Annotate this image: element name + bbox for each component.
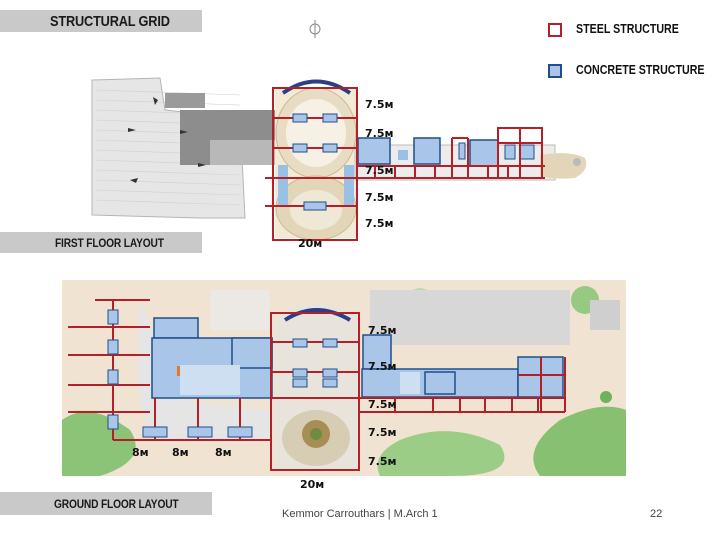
gf-dim-4: 7.5м (368, 426, 396, 439)
gf-bay-dim-1: 8м (132, 446, 149, 459)
ground-paths (137, 290, 620, 440)
first-floor-columns (292, 113, 338, 211)
gf-width-dim: 20м (300, 478, 324, 490)
gf-bay-dim-2: 8м (172, 446, 189, 459)
ground-columns (107, 309, 338, 438)
legend-steel-label: STEEL STRUCTURE (576, 21, 679, 36)
ff-dim-1: 7.5м (365, 98, 393, 111)
ff-dim-5: 7.5м (365, 217, 393, 230)
first-floor-pavilion (275, 79, 357, 241)
ff-dim-3: 7.5м (365, 164, 393, 177)
first-floor-label-text: FIRST FLOOR LAYOUT (55, 235, 164, 250)
ff-dim-2: 7.5м (365, 127, 393, 140)
title-banner: STRUCTURAL GRID (0, 10, 202, 32)
ground-floor-label-text: GROUND FLOOR LAYOUT (54, 496, 179, 511)
first-floor-steel-grid (265, 87, 545, 241)
ground-floor-plan: 7.5м 7.5м 7.5м 7.5м 7.5м 8м 8м 8м 20м (62, 280, 626, 490)
page-number: 22 (650, 508, 663, 520)
first-floor-annex (354, 137, 587, 181)
legend-concrete-label: CONCRETE STRUCTURE (576, 62, 705, 77)
first-floor-plan: 7.5м 7.5м 7.5м 7.5м 7.5м 20м (91, 20, 587, 250)
north-arrow-icon (309, 20, 321, 38)
ground-floor-label: GROUND FLOOR LAYOUT (0, 492, 212, 515)
ground-steel-grid (68, 299, 566, 471)
first-floor-label: FIRST FLOOR LAYOUT (0, 232, 202, 253)
ff-dim-4: 7.5м (365, 191, 393, 204)
gf-dim-1: 7.5м (368, 324, 396, 337)
gf-dim-2: 7.5м (368, 360, 396, 373)
ground-interior-fill (177, 365, 420, 395)
gf-bay-dim-3: 8м (215, 446, 232, 459)
landscape-greenery (62, 286, 626, 476)
first-floor-deck (91, 77, 275, 219)
gf-dim-5: 7.5м (368, 455, 396, 468)
legend-steel-swatch (548, 23, 562, 37)
ff-width-dim: 20м (298, 237, 322, 250)
footer-author: Kemmor Carrouthars | M.Arch 1 (282, 508, 438, 520)
page-title: STRUCTURAL GRID (50, 12, 170, 30)
ground-pavilion (275, 304, 358, 470)
gf-dim-3: 7.5м (368, 398, 396, 411)
legend-concrete-swatch (548, 64, 562, 78)
